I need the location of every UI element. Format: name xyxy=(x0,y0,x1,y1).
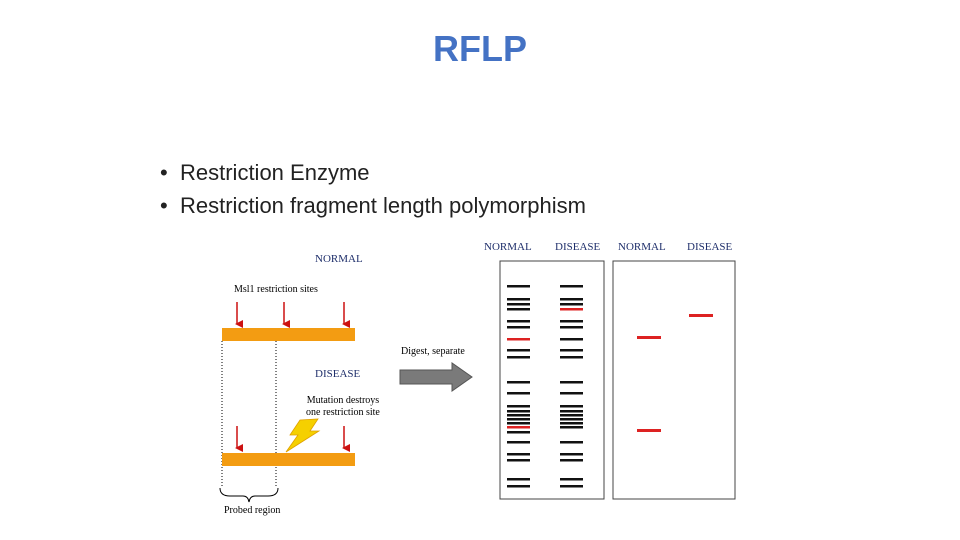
gel-band xyxy=(560,326,583,329)
mutation-label-line: one restriction site xyxy=(306,407,380,418)
gel-band xyxy=(560,356,583,359)
gel-band xyxy=(507,303,530,306)
bullet-list: Restriction Enzyme Restriction fragment … xyxy=(160,156,586,222)
bullet-item: Restriction Enzyme xyxy=(160,156,586,189)
gel-band xyxy=(507,298,530,301)
digest-label: Digest, separate xyxy=(401,346,465,357)
normal-dna-bar xyxy=(222,328,355,341)
gel-bands xyxy=(507,285,713,488)
gel-header-normal: NORMAL xyxy=(618,241,666,253)
gel-band xyxy=(560,405,583,408)
disease-dna-bar xyxy=(222,453,355,466)
gel-band xyxy=(507,459,530,462)
probed-band xyxy=(637,336,661,339)
mutation-label-line: Mutation destroys xyxy=(306,395,380,406)
gel-band xyxy=(560,285,583,288)
gel-band xyxy=(507,349,530,352)
gel-band xyxy=(507,338,530,341)
gel-band xyxy=(507,381,530,384)
lightning-icon xyxy=(285,418,321,453)
gel-band xyxy=(507,285,530,288)
stained-gel-panel xyxy=(499,260,605,500)
gel-band xyxy=(507,405,530,408)
gel-band xyxy=(560,422,583,425)
gel-band xyxy=(560,478,583,481)
gel-band xyxy=(507,485,530,488)
normal-label: NORMAL xyxy=(315,253,363,265)
gel-band xyxy=(560,298,583,301)
gel-band xyxy=(507,426,530,429)
gel-band xyxy=(560,441,583,444)
gel-band xyxy=(507,326,530,329)
gel-band xyxy=(560,485,583,488)
probed-region-label: Probed region xyxy=(224,505,281,516)
bullet-item: Restriction fragment length polymorphism xyxy=(160,189,586,222)
gel-band xyxy=(507,410,530,413)
gel-band xyxy=(560,426,583,429)
probed-gel-panel xyxy=(612,260,736,500)
gel-band xyxy=(507,356,530,359)
probed-region-brace xyxy=(219,487,279,503)
disease-label: DISEASE xyxy=(315,368,361,380)
gel-band xyxy=(560,414,583,417)
gel-band xyxy=(560,349,583,352)
gel-band xyxy=(560,303,583,306)
gel-band xyxy=(507,453,530,456)
gel-band xyxy=(560,381,583,384)
gel-band xyxy=(560,338,583,341)
probed-band xyxy=(689,314,713,317)
gel-band xyxy=(560,410,583,413)
gel-band xyxy=(560,453,583,456)
gel-band xyxy=(560,392,583,395)
gel-band xyxy=(507,320,530,323)
digest-arrow-icon xyxy=(399,362,473,392)
gel-band xyxy=(507,392,530,395)
gel-header-normal: NORMAL xyxy=(484,241,532,253)
gel-band xyxy=(560,320,583,323)
slide-title: RFLP xyxy=(433,28,527,69)
gel-band xyxy=(507,431,530,434)
restriction-sites-label: Msl1 restriction sites xyxy=(234,284,318,295)
mutation-label: Mutation destroys one restriction site xyxy=(306,395,380,419)
gel-header-disease: DISEASE xyxy=(555,241,601,253)
gel-header-disease: DISEASE xyxy=(687,241,733,253)
gel-band xyxy=(560,308,583,311)
gel-band xyxy=(507,478,530,481)
gel-band xyxy=(507,308,530,311)
gel-band xyxy=(507,414,530,417)
gel-band xyxy=(507,441,530,444)
gel-band xyxy=(507,418,530,421)
gel-band xyxy=(560,418,583,421)
gel-band xyxy=(560,459,583,462)
gel-band xyxy=(507,422,530,425)
probed-band xyxy=(637,429,661,432)
